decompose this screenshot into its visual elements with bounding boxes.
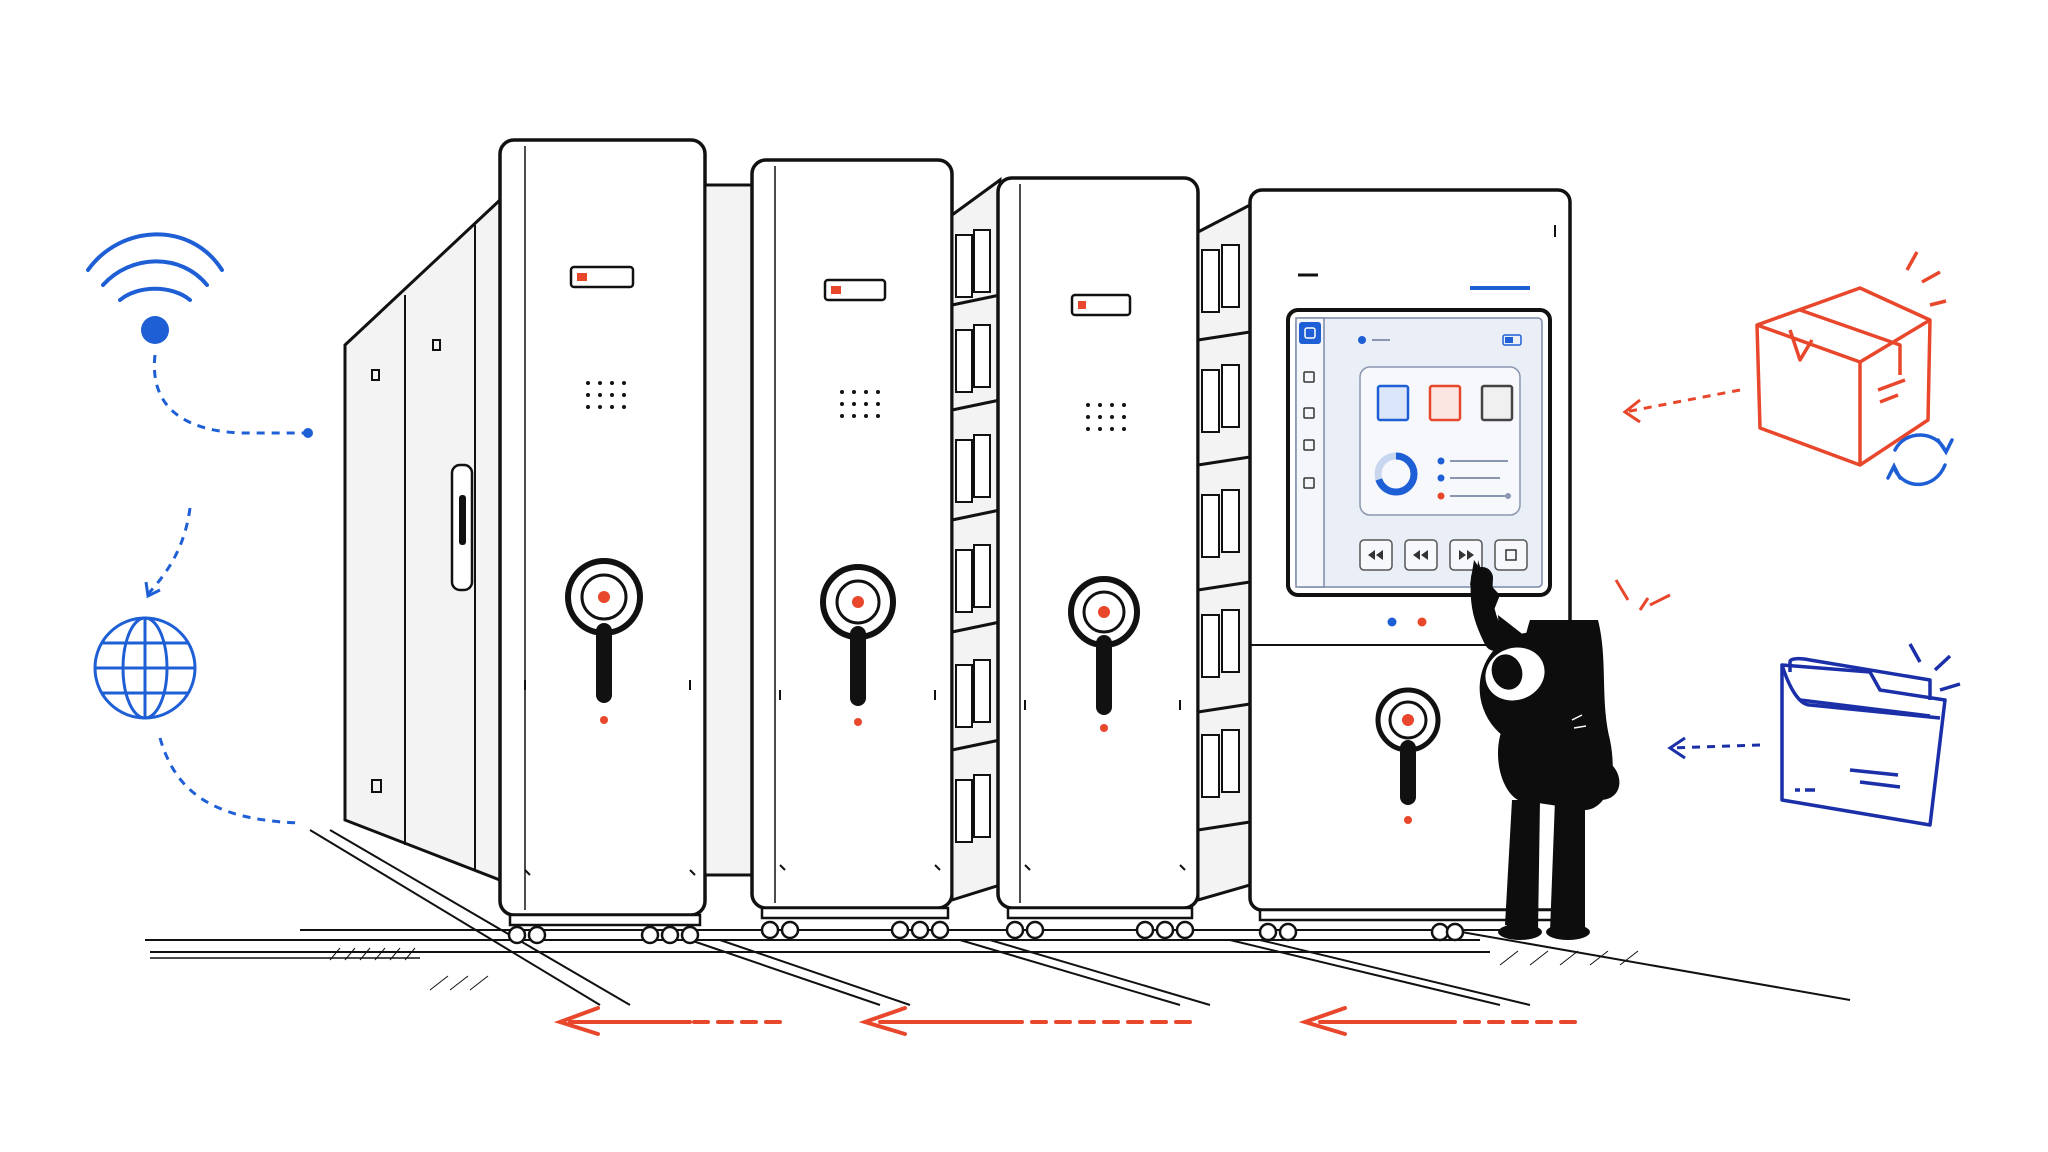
shelf-binders: [1196, 202, 1252, 902]
floor-arrows: [553, 1006, 1577, 1036]
cabinet-1-side: [343, 196, 502, 883]
stop-icon[interactable]: [1494, 539, 1528, 571]
wifi-icon: [86, 232, 224, 302]
casters: [1258, 908, 1562, 942]
indicator-light-blue: [1387, 617, 1397, 627]
cabinet-1-door: [498, 138, 707, 917]
handwheel-icon: [565, 558, 643, 724]
sidebar-item-icon[interactable]: [1303, 371, 1315, 383]
status-light-icon: [1070, 293, 1132, 317]
casters: [507, 913, 702, 945]
status-light-icon: [569, 265, 635, 289]
cabinet-3: [950, 176, 1200, 940]
shelf-binders: [950, 177, 1002, 903]
grill-icon: [1086, 403, 1126, 431]
sidebar-home-icon[interactable]: [1299, 322, 1321, 344]
touch-screen[interactable]: [1286, 308, 1552, 597]
right-column: [1622, 251, 1961, 827]
handwheel-icon: [820, 564, 896, 726]
grill-icon: [840, 390, 880, 418]
indicator-light-red: [1417, 617, 1427, 627]
screen-sidebar: [1295, 317, 1325, 588]
gray-tile[interactable]: [1480, 384, 1514, 422]
status-light-icon: [823, 278, 887, 302]
blue-tile[interactable]: [1376, 384, 1410, 422]
package-box-icon: [1755, 251, 1947, 467]
globe-icon: [93, 616, 197, 720]
progress-ring: [1374, 452, 1418, 496]
cabinet-4: [1196, 188, 1572, 942]
sidebar-item-icon[interactable]: [1303, 477, 1315, 489]
arrow-left-icon: [1298, 1006, 1577, 1036]
cabinet-3-door: [996, 176, 1200, 910]
red-tile[interactable]: [1428, 384, 1462, 422]
folder-icon: [1780, 643, 1961, 827]
casters: [760, 906, 950, 940]
battery-icon: [1502, 334, 1522, 346]
arrow-left-icon: [858, 1006, 1192, 1036]
cabinet-2: [703, 158, 954, 940]
sidebar-item-icon[interactable]: [1303, 407, 1315, 419]
sync-icon: [1886, 433, 1954, 487]
arrow-left-icon: [553, 1006, 782, 1036]
handwheel-icon: [1375, 687, 1441, 824]
casters: [1005, 906, 1195, 940]
black-cat-mascot: [1470, 560, 1671, 940]
handwheel-icon: [1068, 576, 1140, 732]
floor-rails: [145, 829, 1851, 1006]
grill-icon: [586, 381, 626, 409]
sidebar-item-icon[interactable]: [1303, 439, 1315, 451]
cabinet-2-door: [750, 158, 954, 910]
cabinet-1: [343, 138, 707, 945]
network-column: [86, 232, 313, 825]
